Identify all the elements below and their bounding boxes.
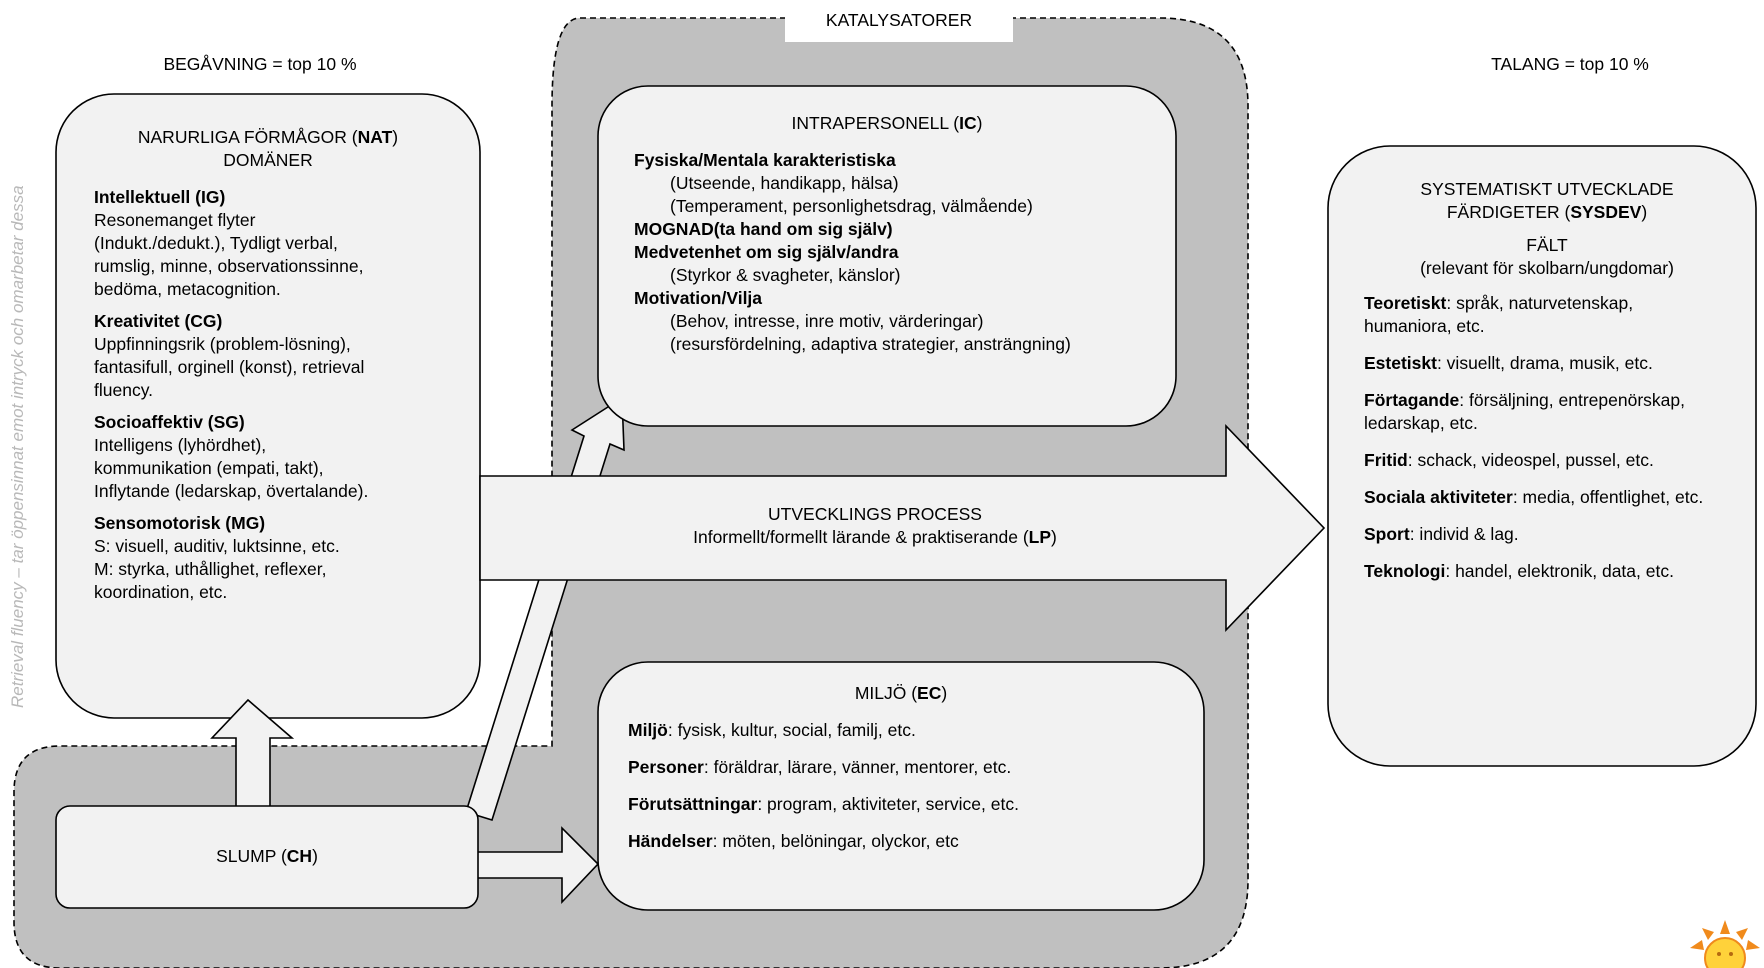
ec-item: Personer: föräldrar, lärare, vänner, men… (628, 756, 1204, 779)
ec-item-label: Personer (628, 757, 704, 777)
nat-domain-heading: Kreativitet (CG) (94, 311, 223, 331)
ic-title: INTRAPERSONELL (IC) (791, 113, 983, 133)
sysdev-field-item: Estetiskt: visuellt, drama, musik, etc. (1364, 352, 1724, 375)
nat-domain-line: fluency. (94, 380, 154, 400)
ec-content: MILJÖ (EC) Miljö: fysisk, kultur, social… (598, 682, 1204, 867)
nat-domain-line: kommunikation (empati, takt), (94, 458, 324, 478)
nat-domain-heading: Socioaffektiv (SG) (94, 412, 245, 432)
side-note: Retrieval fluency – tar öppensinnat emot… (8, 185, 27, 708)
nat-domain-line: Uppfinningsrik (problem-lösning), (94, 334, 351, 354)
ec-item-label: Förutsättningar (628, 794, 758, 814)
ic-heading: Medvetenhet om sig själv/andra (634, 242, 899, 262)
sysdev-field-label: Förtagande (1364, 390, 1460, 410)
sysdev-field-item: Teoretiskt: språk, naturvetenskap, human… (1364, 292, 1724, 338)
nat-domain: Kreativitet (CG) Uppfinningsrik (problem-… (94, 310, 464, 402)
nat-domain-line: (Indukt./dedukt.), Tydligt verbal, (94, 233, 338, 253)
sysdev-field-text: : språk, naturvetenskap, humaniora, etc. (1364, 293, 1634, 336)
right-arrow (469, 826, 600, 905)
sysdev-field-text: : handel, elektronik, data, etc. (1445, 561, 1674, 581)
nat-domain-list: Intellektuell (IG) Resonemanget flyter (In… (94, 186, 464, 604)
sysdev-field-label: Teknologi (1364, 561, 1446, 581)
ec-box (597, 661, 1205, 911)
ic-box (597, 85, 1177, 427)
sysdev-field-item: Sociala aktiviteter: media, offentlighet… (1364, 486, 1724, 509)
nat-domain-line: S: visuell, auditiv, luktsinne, etc. (94, 536, 340, 556)
sysdev-field-list: Teoretiskt: språk, naturvetenskap, human… (1364, 292, 1734, 583)
sysdev-field-text: : individ & lag. (1409, 524, 1519, 544)
ec-item-list: Miljö: fysisk, kultur, social, familj, e… (598, 719, 1204, 853)
sysdev-content: SYSTEMATISKT UTVECKLADE FÄRDIGETER (SYSD… (1364, 178, 1734, 597)
chance-box (55, 805, 479, 909)
sysdev-field-label: Teoretiskt (1364, 293, 1447, 313)
ic-item-list: Fysiska/Mentala karakteristiska (Utseende… (598, 149, 1176, 356)
ic-heading: Fysiska/Mentala karakteristiska (634, 150, 896, 170)
nat-domain-heading: Intellektuell (IG) (94, 187, 226, 207)
nat-domain-line: koordination, etc. (94, 582, 228, 602)
process-label: UTVECKLINGS PROCESS Informellt/formellt … (560, 503, 1190, 549)
ic-detail: (Temperament, personlighetsdrag, välmåen… (670, 196, 1033, 216)
sysdev-box (1327, 145, 1757, 767)
sysdev-field-label: Sport (1364, 524, 1410, 544)
sysdev-field-text: : försäljning, entrepenörskap, ledarskap… (1364, 390, 1685, 433)
sysdev-field-label: Sociala aktiviteter (1364, 487, 1513, 507)
ic-heading: MOGNAD(ta hand om sig själv) (634, 219, 893, 239)
sysdev-field-text: : media, offentlighet, etc. (1512, 487, 1704, 507)
nat-domain-line: Resonemanget flyter (94, 210, 256, 230)
ec-item-text: : fysisk, kultur, social, familj, etc. (667, 720, 916, 740)
nat-domain-line: Intelligens (lyhördhet), (94, 435, 267, 455)
ec-item-text: : möten, belöningar, olyckor, etc (712, 831, 959, 851)
nat-domain-line: M: styrka, uthållighet, reflexer, (94, 559, 327, 579)
sysdev-field-text: : visuellt, drama, musik, etc. (1436, 353, 1653, 373)
nat-title: NARURLIGA FÖRMÅGOR (NAT) DOMÄNER (137, 127, 399, 170)
ic-content: INTRAPERSONELL (IC) Fysiska/Mentala kara… (598, 112, 1176, 356)
header-right: TALANG = top 10 % (1491, 54, 1649, 74)
up-arrow (210, 698, 295, 809)
chance-label: SLUMP (CH) (216, 846, 318, 866)
ec-item-label: Miljö (628, 720, 668, 740)
ic-detail: (Styrkor & svagheter, känslor) (670, 265, 901, 285)
nat-domain-line: Inflytande (ledarskap, övertalande). (94, 481, 369, 501)
sysdev-field-item: Fritid: schack, videospel, pussel, etc. (1364, 449, 1724, 472)
catalysts-label: KATALYSATORER (825, 10, 973, 30)
nat-domain: Socioaffektiv (SG) Intelligens (lyhördhet… (94, 411, 464, 503)
nat-domain-line: fantasifull, orginell (konst), retrieval (94, 357, 365, 377)
process-title: UTVECKLINGS PROCESS (768, 504, 982, 524)
sysdev-field-label: Fritid (1364, 450, 1408, 470)
ec-item-text: : program, aktiviteter, service, etc. (757, 794, 1019, 814)
nat-domain: Sensomotorisk (MG) S: visuell, auditiv, l… (94, 512, 464, 604)
ic-detail: (Behov, intresse, inre motiv, värderinga… (670, 311, 984, 331)
sysdev-field-text: : schack, videospel, pussel, etc. (1407, 450, 1654, 470)
process-subtitle: Informellt/formellt lärande & praktisera… (693, 527, 1057, 547)
sysdev-field-item: Förtagande: försäljning, entrepenörskap,… (1364, 389, 1724, 435)
process-arrow (479, 424, 1326, 632)
ic-detail: (Utseende, handikapp, hälsa) (670, 173, 899, 193)
sun-logo-icon (1690, 920, 1760, 968)
sysdev-field: FÄLT (relevant för skolbarn/ungdomar) (1420, 235, 1674, 278)
sysdev-field-item: Teknologi: handel, elektronik, data, etc… (1364, 560, 1724, 583)
ec-item: Miljö: fysisk, kultur, social, familj, e… (628, 719, 1204, 742)
sysdev-field-item: Sport: individ & lag. (1364, 523, 1724, 546)
sysdev-title: SYSTEMATISKT UTVECKLADE FÄRDIGETER (SYSD… (1420, 179, 1674, 222)
nat-domain-line: bedöma, metacognition. (94, 279, 281, 299)
nat-content: NARURLIGA FÖRMÅGOR (NAT) DOMÄNER Intelle… (94, 126, 464, 613)
nat-domain-heading: Sensomotorisk (MG) (94, 513, 266, 533)
ec-item: Händelser: möten, belöningar, olyckor, e… (628, 830, 1204, 853)
sysdev-field-note: (relevant för skolbarn/ungdomar) (1420, 258, 1674, 278)
ec-item-text: : föräldrar, lärare, vänner, mentorer, e… (703, 757, 1012, 777)
ec-item: Förutsättningar: program, aktiviteter, s… (628, 793, 1204, 816)
sysdev-field-label: Estetiskt (1364, 353, 1437, 373)
header-left: BEGÅVNING = top 10 % (163, 54, 357, 74)
ec-item-label: Händelser (628, 831, 713, 851)
catalysts-label-bg (785, 2, 1013, 42)
ic-detail: (resursfördelning, adaptiva strategier, … (670, 334, 1071, 354)
nat-subtitle: DOMÄNER (223, 150, 313, 170)
nat-domain-line: rumslig, minne, observationssinne, (94, 256, 364, 276)
ec-title: MILJÖ (EC) (854, 683, 948, 703)
nat-domain: Intellektuell (IG) Resonemanget flyter (In… (94, 186, 464, 301)
ic-heading: Motivation/Vilja (634, 288, 763, 308)
